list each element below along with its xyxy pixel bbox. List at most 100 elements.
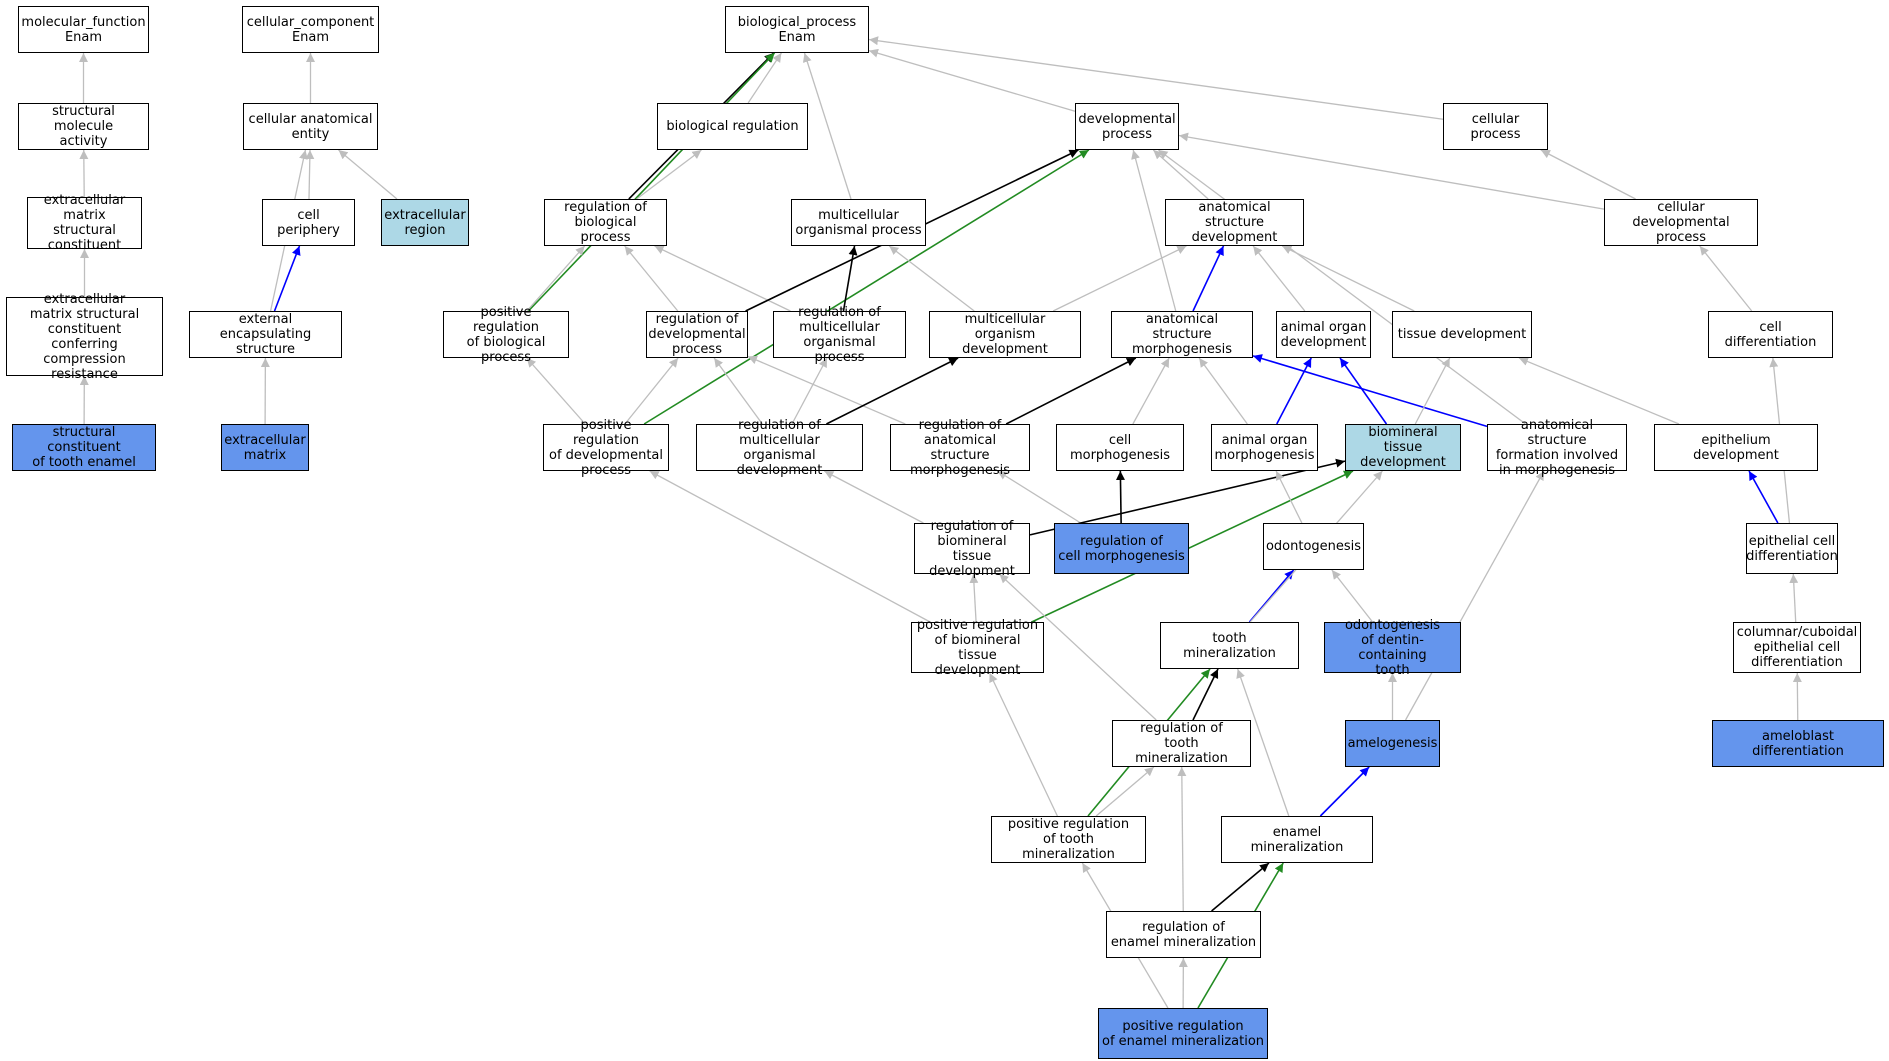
term-node-cmorph[interactable]: cell morphogenesis <box>1056 424 1184 471</box>
term-node-scte[interactable]: structural constituent of tooth enamel <box>12 424 156 471</box>
term-node-rmop[interactable]: regulation of multicellular organismal p… <box>773 305 906 365</box>
edge-is-a-rtm-to-rbtd <box>998 573 1157 721</box>
edge-is-a-cced-to-ecd <box>1789 573 1799 623</box>
term-node-rasm[interactable]: regulation of anatomical structure morph… <box>890 418 1030 478</box>
term-node-asfm[interactable]: anatomical structure formation involved … <box>1487 418 1627 478</box>
term-node-rmod[interactable]: regulation of multicellular organismal d… <box>696 418 863 478</box>
term-node-emsc[interactable]: extracellular matrix structural constitu… <box>27 193 142 253</box>
edge-is-a-epd-to-td <box>1518 357 1680 425</box>
term-node-cced[interactable]: columnar/cuboidal epithelial cell differ… <box>1733 622 1861 673</box>
term-node-emscc[interactable]: extracellular matrix structural constitu… <box>6 292 163 382</box>
edge-is-a-cdp-to-cellp <box>1540 149 1636 200</box>
edge-is-a-rdp-to-rbp <box>624 245 679 312</box>
term-node-breg[interactable]: biological regulation <box>657 103 808 150</box>
edge-part-of-emin-to-amel <box>1319 766 1370 817</box>
term-node-asm[interactable]: anatomical structure morphogenesis <box>1111 311 1253 358</box>
term-node-rbp[interactable]: regulation of biological process <box>544 199 667 246</box>
term-node-td[interactable]: tissue development <box>1392 311 1532 358</box>
term-node-cdp[interactable]: cellular developmental process <box>1604 199 1758 246</box>
edge-is-a-prbtd-to-rbtd <box>969 573 979 623</box>
edge-is-a-cdiff-to-cdp <box>1699 245 1753 312</box>
term-node-asd[interactable]: anatomical structure development <box>1165 199 1304 246</box>
edge-is-a-aom-to-asm <box>1198 357 1248 425</box>
edge-is-a-aod-to-asd <box>1252 245 1306 312</box>
edge-is-a-cellp-to-bp <box>868 36 1444 120</box>
term-node-ecd[interactable]: epithelial cell differentiation <box>1746 523 1838 574</box>
term-node-cdiff[interactable]: cell differentiation <box>1708 311 1833 358</box>
edge-regulates-rmop-to-mop <box>842 245 858 312</box>
edge-is-a-rmod-to-rmop <box>791 357 828 425</box>
edge-part-of-ecd-to-epd <box>1748 470 1779 524</box>
edge-is-a-amel-to-asfm <box>1404 470 1545 721</box>
edge-is-a-prbtd-to-prdp <box>649 470 931 623</box>
term-node-mod[interactable]: multicellular organism development <box>929 311 1081 358</box>
term-node-prem[interactable]: positive regulation of enamel mineraliza… <box>1098 1008 1268 1059</box>
edge-regulates-rcm-to-cmorph <box>1115 470 1125 524</box>
edge-is-a-asm-to-devp <box>1131 149 1177 312</box>
term-node-ees[interactable]: external encapsulating structure <box>189 311 342 358</box>
term-node-sma[interactable]: structural molecule activity <box>18 103 149 150</box>
edge-is-a-ecr-to-cae <box>338 149 398 200</box>
term-node-tmin[interactable]: tooth mineralization <box>1160 622 1299 669</box>
term-node-amel[interactable]: amelogenesis <box>1345 720 1440 767</box>
edge-is-a-rmop-to-rbp <box>654 245 791 312</box>
term-node-rbtd[interactable]: regulation of biomineral tissue developm… <box>914 519 1030 579</box>
edge-is-a-btd-to-td <box>1414 357 1451 425</box>
edge-part-of-asm-to-asd <box>1192 245 1225 312</box>
term-node-prbp[interactable]: positive regulation of biological proces… <box>443 305 569 365</box>
edge-is-a-breg-to-bp <box>747 52 782 104</box>
term-node-bp[interactable]: biological_process Enam <box>725 6 869 53</box>
edge-is-a-emin-to-tmin <box>1236 668 1290 817</box>
edge-is-a-rcm-to-rasm <box>997 470 1082 524</box>
term-node-aom[interactable]: animal organ morphogenesis <box>1211 424 1318 471</box>
term-node-rtm[interactable]: regulation of tooth mineralization <box>1112 720 1251 767</box>
term-node-abd[interactable]: ameloblast differentiation <box>1712 720 1884 767</box>
edge-regulates-rbtd-to-btd <box>1029 458 1346 536</box>
term-node-rdp[interactable]: regulation of developmental process <box>646 311 748 358</box>
edge-is-a-mod-to-asd <box>1052 245 1187 312</box>
edge-is-a-asd-to-devp <box>1152 149 1209 200</box>
edge-is-a-odct-to-odon <box>1331 569 1374 623</box>
edge-is-a-mod-to-mop <box>888 245 975 312</box>
term-node-epd[interactable]: epithelium development <box>1654 424 1818 471</box>
edge-is-a-prdp-to-rdp <box>624 357 679 425</box>
edge-is-a-mop-to-bp <box>802 52 852 200</box>
edge-part-of-asfm-to-asm <box>1252 354 1488 428</box>
edge-is-a-cmorph-to-asm <box>1132 357 1170 425</box>
term-node-mop[interactable]: multicellular organismal process <box>791 199 926 246</box>
edge-is-a-rbp-to-breg <box>636 149 702 200</box>
term-node-odon[interactable]: odontogenesis <box>1263 523 1364 570</box>
edge-is-a-prtm-to-prbtd <box>988 672 1058 817</box>
edge-regulates-rasm-to-asm <box>1005 357 1137 425</box>
edge-is-a-rbtd-to-rmod <box>823 470 924 524</box>
term-node-ecm[interactable]: extracellular matrix <box>221 424 309 471</box>
edge-is-a-rmod-to-rdp <box>713 357 763 425</box>
term-node-prtm[interactable]: positive regulation of tooth mineralizat… <box>991 816 1146 863</box>
edge-positively-regulates-prbtd-to-btd <box>1031 470 1354 623</box>
term-node-emin[interactable]: enamel mineralization <box>1221 816 1373 863</box>
term-node-odct[interactable]: odontogenesis of dentin-containing tooth <box>1324 618 1461 678</box>
term-node-rem[interactable]: regulation of enamel mineralization <box>1106 911 1261 958</box>
edge-part-of-btd-to-aod <box>1339 357 1388 425</box>
term-node-cae[interactable]: cellular anatomical entity <box>243 103 378 150</box>
edge-part-of-aom-to-aod <box>1276 357 1312 425</box>
term-node-cper[interactable]: cell periphery <box>262 199 355 246</box>
edge-is-a-devp-to-bp <box>868 48 1076 112</box>
term-node-ecr[interactable]: extracellular region <box>381 199 469 246</box>
term-node-mf[interactable]: molecular_function Enam <box>18 6 149 53</box>
edge-is-a-prdp-to-prbp <box>526 357 586 425</box>
edge-is-a-cdp-to-devp <box>1178 132 1605 210</box>
term-node-cellp[interactable]: cellular process <box>1443 103 1548 150</box>
edge-is-a-prtm-to-rtm <box>1095 766 1155 817</box>
term-node-prdp[interactable]: positive regulation of developmental pro… <box>543 418 669 478</box>
term-node-devp[interactable]: developmental process <box>1075 103 1179 150</box>
edge-regulates-rem-to-emin <box>1211 862 1270 912</box>
edge-is-a-td-to-asd <box>1281 245 1415 312</box>
term-node-cc[interactable]: cellular_component Enam <box>242 6 379 53</box>
term-node-prbtd[interactable]: positive regulation of biomineral tissue… <box>911 618 1044 678</box>
term-node-btd[interactable]: biomineral tissue development <box>1345 424 1461 471</box>
term-node-rcm[interactable]: regulation of cell morphogenesis <box>1054 523 1189 574</box>
term-node-aod[interactable]: animal organ development <box>1276 311 1371 358</box>
